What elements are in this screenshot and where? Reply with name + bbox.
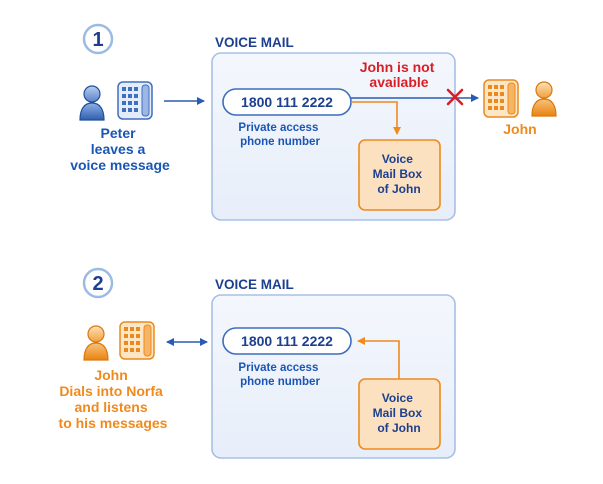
blocked-x-icon bbox=[446, 88, 464, 106]
person-icon bbox=[531, 81, 557, 117]
recipient-label: John bbox=[503, 121, 536, 137]
step-2: 2 VOICE MAIL John Dials into Norfa and l… bbox=[59, 267, 456, 459]
voice-mailbox-2: Voice Mail Box of John bbox=[358, 378, 441, 450]
phone-number-2: 1800 111 2222 bbox=[241, 333, 333, 349]
step-1-number: 1 bbox=[92, 29, 103, 51]
mailbox-arrow-2 bbox=[357, 337, 400, 379]
unavailable-label: John is not available bbox=[360, 59, 439, 90]
phone-number-1: 1800 111 2222 bbox=[241, 94, 333, 110]
step-2-badge: 2 bbox=[82, 267, 114, 299]
access-label-2: Private access phone number bbox=[238, 362, 321, 388]
caller-1-line-1: Peter bbox=[101, 125, 137, 141]
desk-phone-icon bbox=[117, 81, 153, 120]
svg-text:Voice Mail Box: Voice Mail Box of John bbox=[373, 391, 426, 435]
mailbox-arrow-1 bbox=[351, 101, 401, 135]
access-label-1: Private access phone number bbox=[238, 122, 321, 148]
desk-phone-icon bbox=[119, 321, 155, 360]
voice-mail-title-1: VOICE MAIL bbox=[215, 35, 294, 50]
step-1: 1 VOICE MAIL Peter leaves a voice messag… bbox=[70, 23, 557, 221]
voice-mailbox-1: Voice Mail Box of John bbox=[358, 139, 441, 211]
person-icon bbox=[79, 85, 105, 121]
phone-number-pill-2: 1800 111 2222 bbox=[222, 327, 352, 355]
phone-number-pill-1: 1800 111 2222 bbox=[222, 88, 352, 116]
step-2-number: 2 bbox=[92, 273, 103, 295]
caller-1-line-2: leaves a bbox=[91, 141, 146, 157]
desk-phone-icon bbox=[483, 79, 519, 118]
caller-1-line-3: voice message bbox=[70, 157, 170, 173]
svg-text:Voice Mail Box: Voice Mail Box of John bbox=[373, 152, 426, 196]
step-1-badge: 1 bbox=[82, 23, 114, 55]
caller-label-2: John Dials into Norfa and listens to his… bbox=[59, 367, 168, 431]
person-icon bbox=[83, 325, 109, 361]
voice-mail-title-2: VOICE MAIL bbox=[215, 277, 294, 292]
caller-label-1: Peter leaves a voice message bbox=[70, 125, 170, 173]
